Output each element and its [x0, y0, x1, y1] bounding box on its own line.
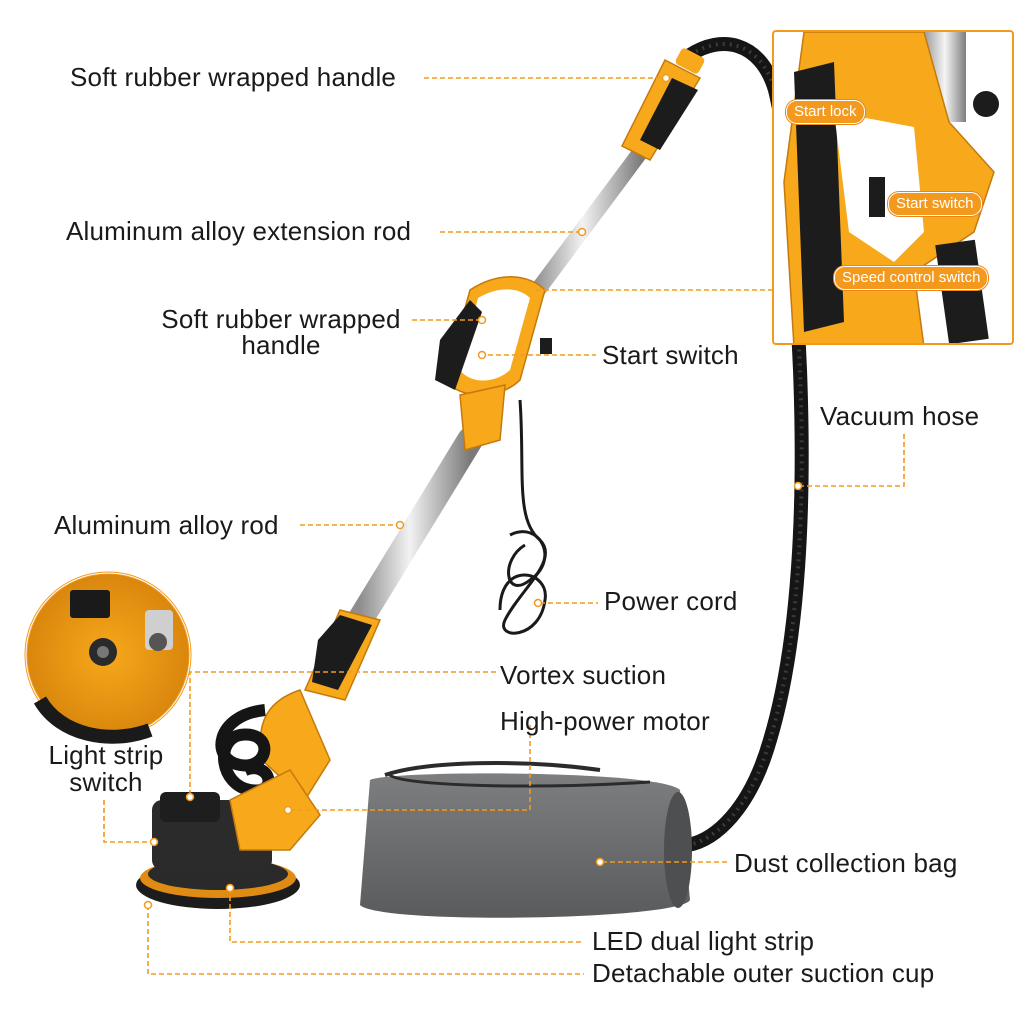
- mid-handle: [435, 276, 552, 451]
- extension-rod: [526, 142, 650, 303]
- label-vortex-suction: Vortex suction: [500, 660, 667, 690]
- label-dust-bag: Dust collection bag: [734, 848, 958, 878]
- label-light-strip-line1: Light strip: [48, 740, 164, 770]
- start-lock-tag: Start lock: [786, 100, 865, 124]
- label-start-switch: Start switch: [602, 340, 739, 370]
- label-light-strip-line2: switch: [69, 767, 143, 797]
- vacuum-hose: [681, 37, 809, 852]
- handle-closeup-inset: Start lock Start switch Speed control sw…: [772, 30, 1014, 345]
- label-light-strip-switch: Light strip switch: [40, 740, 172, 797]
- sanding-head: [136, 769, 321, 909]
- inset-start-switch-tag: Start switch: [888, 192, 982, 216]
- label-outer-suction-cup: Detachable outer suction cup: [592, 958, 935, 988]
- label-high-power-motor: High-power motor: [500, 706, 710, 736]
- dust-collection-bag: [360, 761, 692, 918]
- power-cord: [498, 399, 547, 635]
- top-handle: [620, 48, 705, 161]
- lower-grip: [259, 609, 382, 802]
- label-handle-mid-line2: handle: [241, 330, 321, 360]
- handle-closeup-illustration: [783, 32, 999, 343]
- label-vacuum-hose: Vacuum hose: [820, 401, 980, 431]
- label-aluminum-rod: Aluminum alloy rod: [54, 510, 279, 540]
- label-power-cord: Power cord: [604, 586, 738, 616]
- label-handle-mid-line1: Soft rubber wrapped: [161, 304, 401, 334]
- label-handle-top: Soft rubber wrapped handle: [70, 62, 397, 92]
- label-extension-rod: Aluminum alloy extension rod: [66, 216, 412, 246]
- aluminum-rod: [347, 427, 483, 633]
- label-handle-mid: Soft rubber wrapped handle: [150, 304, 412, 360]
- label-led-strip: LED dual light strip: [592, 926, 815, 956]
- light-switch-inset: [24, 571, 192, 744]
- speed-control-tag: Speed control switch: [834, 266, 989, 290]
